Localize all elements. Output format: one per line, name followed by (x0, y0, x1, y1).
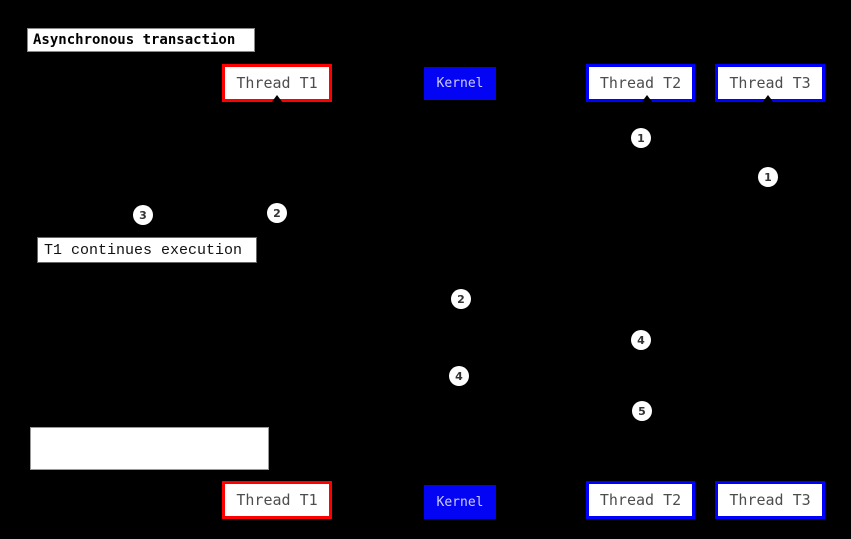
participant-thread-t2-top: Thread T2 (586, 64, 695, 102)
step-marker: 5 (632, 401, 652, 421)
participant-label: Thread T1 (236, 491, 318, 509)
lifeline-arrowhead-icon (762, 95, 774, 103)
participant-label: Thread T1 (236, 74, 318, 92)
diagram-title: Asynchronous transaction (27, 28, 255, 52)
step-marker: 3 (133, 205, 153, 225)
participant-kernel-bottom: Kernel (424, 485, 496, 519)
step-marker: 2 (451, 289, 471, 309)
note-blank (30, 427, 269, 470)
step-marker: 2 (267, 203, 287, 223)
participant-label: Thread T2 (599, 74, 682, 92)
participant-thread-t2-bottom: Thread T2 (586, 481, 695, 519)
step-marker: 4 (631, 330, 651, 350)
participant-thread-t1-bottom: Thread T1 (222, 481, 332, 519)
note-t1-continues: T1 continues execution (37, 237, 257, 263)
step-marker: 4 (449, 366, 469, 386)
lifeline-arrowhead-icon (271, 95, 283, 103)
step-marker: 1 (631, 128, 651, 148)
step-marker: 1 (758, 167, 778, 187)
participant-label: Thread T2 (599, 491, 682, 509)
participant-label: Kernel (436, 76, 484, 91)
lifeline-arrowhead-icon (641, 95, 653, 103)
participant-label: Thread T3 (729, 491, 811, 509)
participant-kernel-top: Kernel (424, 67, 496, 100)
participant-label: Kernel (436, 494, 484, 510)
participant-label: Thread T3 (729, 74, 811, 92)
participant-thread-t3-bottom: Thread T3 (715, 481, 825, 519)
